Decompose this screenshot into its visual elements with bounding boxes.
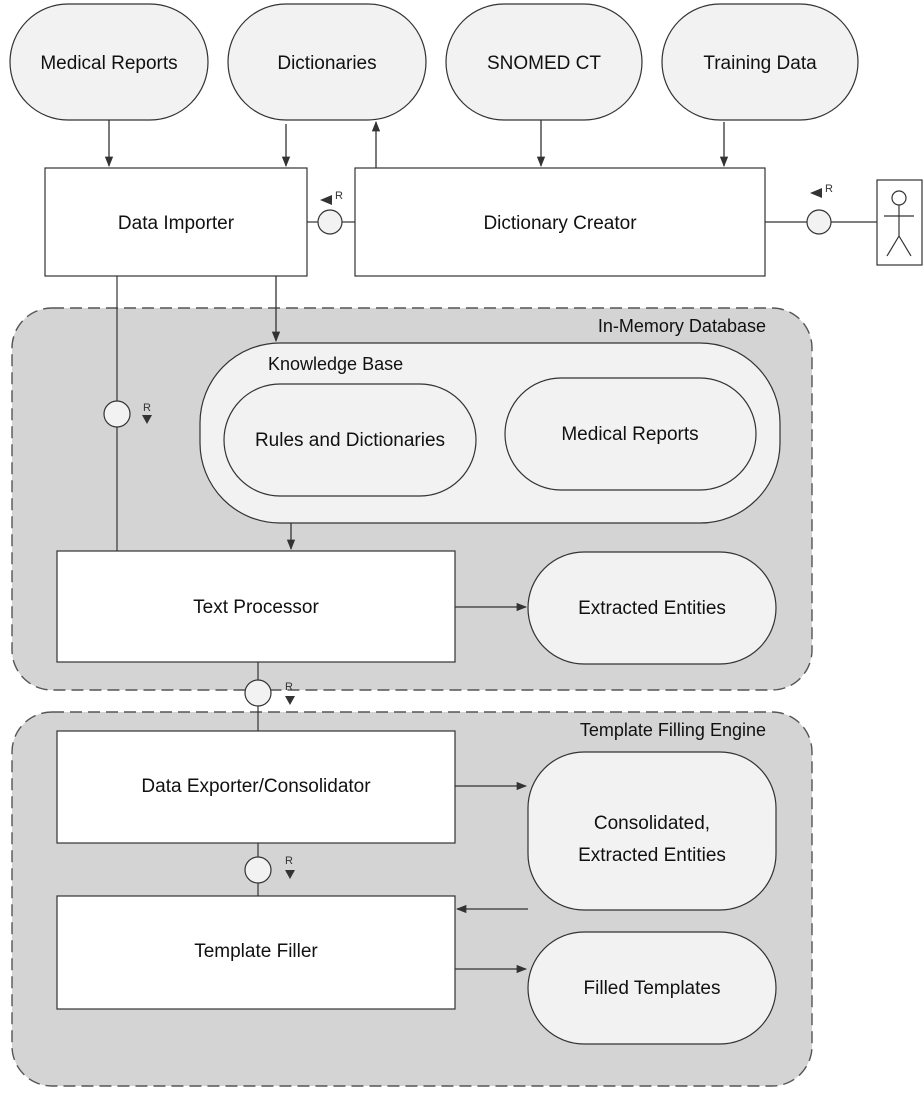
channel-r-label: R: [285, 855, 293, 867]
channel-circle-icon: [244, 679, 272, 707]
template-filler-label: Template Filler: [194, 941, 318, 962]
knowledge-base-title: Knowledge Base: [268, 354, 403, 374]
training-data-source-label: Training Data: [703, 53, 817, 74]
consolidated-line1: Consolidated,: [594, 813, 710, 834]
kb-medical-reports-label: Medical Reports: [561, 424, 698, 445]
dictionary-creator-box: Dictionary Creator: [354, 167, 766, 277]
rules-and-dictionaries-label: Rules and Dictionaries: [255, 430, 445, 451]
medical-reports-source: Medical Reports: [9, 3, 209, 121]
text-processor-box: Text Processor: [56, 550, 456, 663]
data-exporter-label: Data Exporter/Consolidator: [141, 776, 371, 797]
channel-circle-icon: [317, 209, 343, 235]
dictionaries-source-label: Dictionaries: [277, 53, 376, 74]
channel-exporter-filler: R: [244, 843, 295, 896]
consolidated-entities-store: Consolidated, Extracted Entities: [527, 751, 777, 911]
snomed-ct-source: SNOMED CT: [445, 3, 643, 121]
channel-creator-user: R: [765, 183, 877, 235]
medical-reports-source-label: Medical Reports: [40, 53, 177, 74]
data-importer-label: Data Importer: [118, 213, 235, 234]
channel-r-label: R: [335, 190, 343, 202]
channel-r-label: R: [143, 402, 151, 414]
channel-circle-icon: [244, 856, 272, 884]
channel-direction-icon: [810, 188, 822, 198]
channel-direction-icon: [142, 415, 152, 424]
kb-medical-reports-store: Medical Reports: [504, 377, 757, 491]
text-processor-label: Text Processor: [193, 597, 319, 618]
consolidated-line2: Extracted Entities: [578, 845, 726, 866]
filled-templates-label: Filled Templates: [584, 978, 721, 999]
channel-direction-icon: [320, 195, 332, 205]
data-exporter-box: Data Exporter/Consolidator: [56, 730, 456, 844]
template-filling-engine-label: Template Filling Engine: [580, 720, 766, 740]
dictionaries-source: Dictionaries: [227, 3, 427, 121]
extracted-entities-store: Extracted Entities: [527, 551, 777, 665]
channel-importer-creator: R: [307, 190, 355, 235]
dictionary-creator-label: Dictionary Creator: [483, 213, 637, 234]
rules-and-dictionaries-store: Rules and Dictionaries: [223, 383, 477, 497]
channel-text-processor-exporter: R: [244, 662, 295, 731]
knowledge-base: Knowledge Base Rules and Dictionaries Me…: [199, 342, 781, 524]
channel-circle-icon: [103, 400, 131, 428]
stick-figure-icon: [884, 190, 914, 257]
channel-circle-icon: [806, 209, 832, 235]
in-memory-database-label: In-Memory Database: [598, 316, 766, 336]
channel-importer-text-processor: R: [103, 276, 152, 551]
channel-direction-icon: [285, 696, 295, 705]
filled-templates-store: Filled Templates: [527, 931, 777, 1045]
user-actor: [876, 179, 923, 266]
flow-arrows: [104, 120, 729, 974]
channel-r-label: R: [825, 183, 833, 195]
data-importer-box: Data Importer: [44, 167, 308, 277]
extracted-entities-label: Extracted Entities: [578, 598, 726, 619]
template-filler-box: Template Filler: [56, 895, 456, 1010]
channel-r-label: R: [285, 681, 293, 693]
channel-direction-icon: [285, 870, 295, 879]
training-data-source: Training Data: [661, 3, 859, 121]
snomed-ct-source-label: SNOMED CT: [487, 53, 601, 74]
